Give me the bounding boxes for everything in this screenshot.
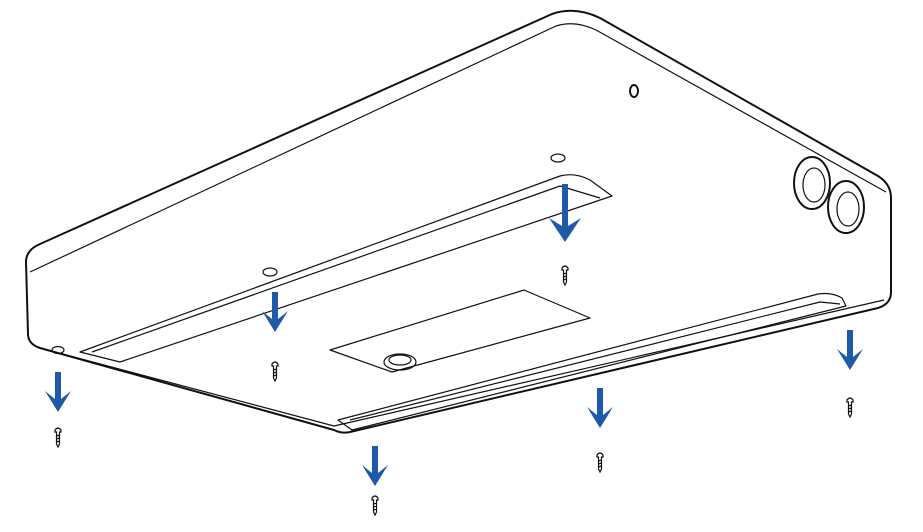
down-arrow-icon (837, 330, 863, 370)
screw-icon (846, 397, 854, 419)
plate-screw-hole (383, 353, 417, 371)
screw-arrow-inner-right (549, 184, 581, 287)
screw-icon (561, 265, 569, 287)
screw-arrow-front-middle (587, 388, 613, 474)
screw-arrow-inner-left (262, 292, 288, 383)
down-arrow-icon (362, 446, 388, 486)
screw-icon (271, 361, 279, 383)
front-recess-channel (337, 292, 847, 431)
center-plate (329, 289, 591, 373)
down-arrow-icon (262, 292, 288, 332)
screw-icon (596, 452, 604, 474)
holes (51, 84, 639, 355)
screw-arrow-left (45, 372, 71, 449)
screw-arrow-right (837, 330, 863, 419)
cable-glands (793, 156, 865, 234)
down-arrow-icon (587, 388, 613, 428)
down-arrow-icon (45, 372, 71, 412)
screw-arrow-front-left (362, 446, 388, 517)
screw-icon (54, 427, 62, 449)
side-recess-channel (79, 174, 613, 363)
screw-icon (371, 495, 379, 517)
down-arrow-icon (549, 184, 581, 242)
